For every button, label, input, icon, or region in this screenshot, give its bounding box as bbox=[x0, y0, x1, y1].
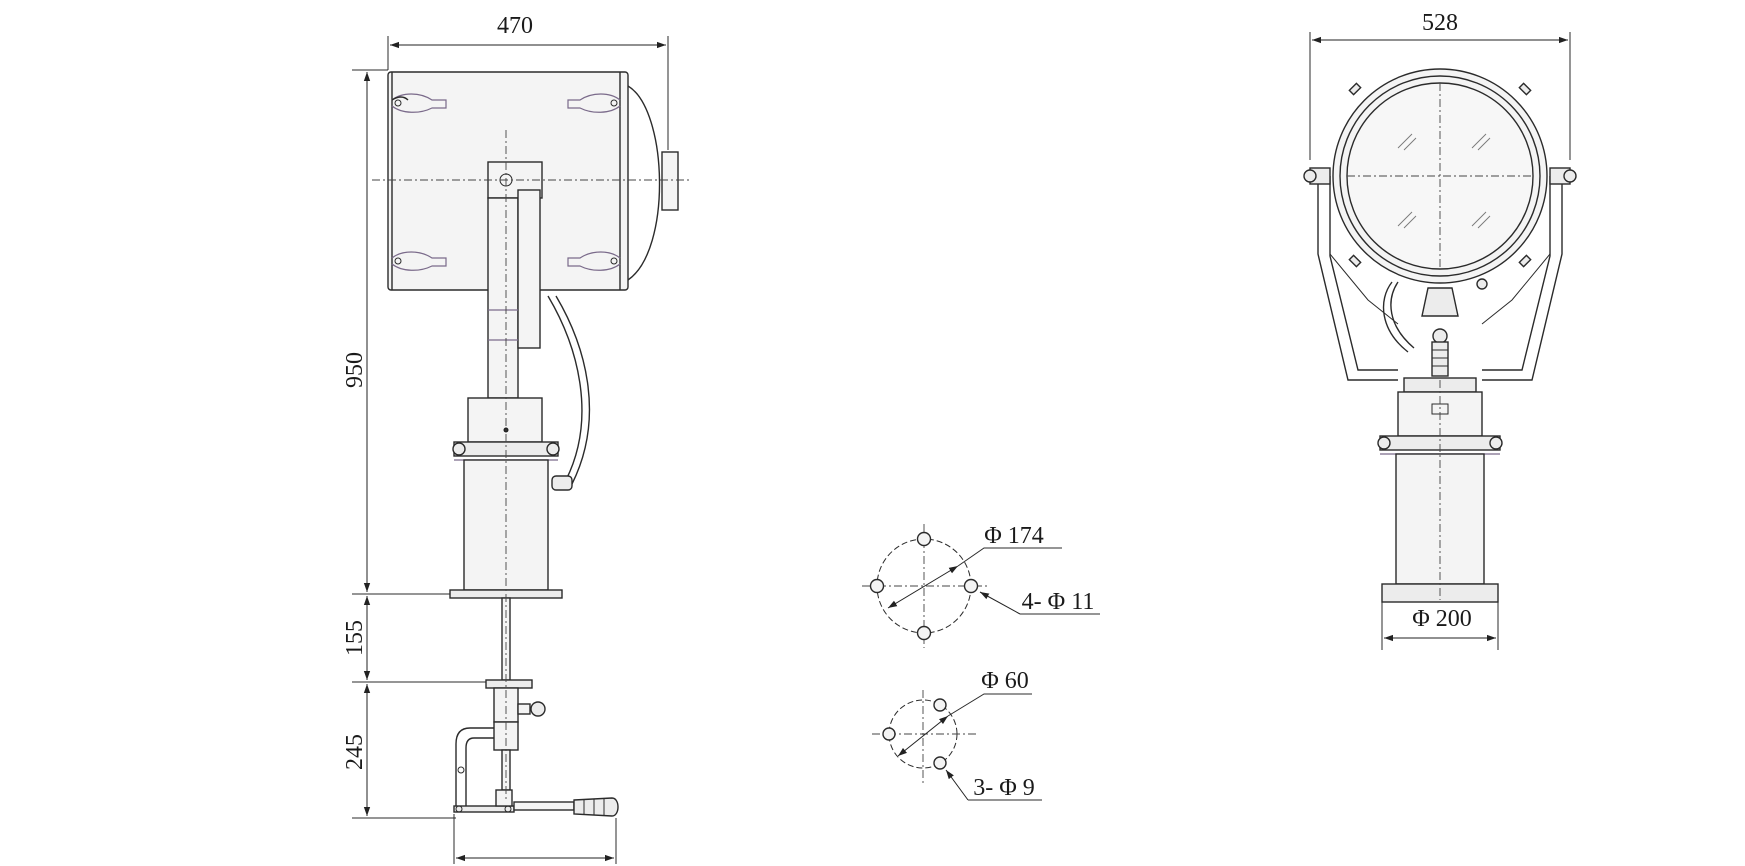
dimension-label-side-height: 950 bbox=[342, 352, 368, 388]
dimension-handle-reach bbox=[453, 814, 617, 864]
dimension-label-front-width: 528 bbox=[1422, 10, 1458, 36]
dimension-mount-155: 155 bbox=[342, 596, 486, 683]
dimension-handle-245: 245 bbox=[342, 684, 456, 819]
handle-assembly bbox=[453, 597, 619, 817]
base-plate-hole-pattern: Φ 174 4- Φ 11 bbox=[862, 523, 1100, 648]
dimension-label-mount-height: 155 bbox=[342, 620, 368, 656]
dimension-height-950: 950 bbox=[342, 69, 450, 595]
handle-flange-holes-label: 3- Φ 9 bbox=[973, 775, 1035, 801]
dimension-label-base-diameter: Φ 200 bbox=[1412, 606, 1472, 632]
dimension-label-handle-height: 245 bbox=[342, 734, 368, 770]
base-plate-pcd-label: Φ 174 bbox=[984, 523, 1044, 549]
front-view: 528 Φ 200 bbox=[1303, 10, 1577, 650]
dimension-front-528: 528 bbox=[1309, 10, 1571, 160]
handle-flange-pcd-label: Φ 60 bbox=[981, 668, 1029, 694]
base-plate-holes-label: 4- Φ 11 bbox=[1022, 589, 1095, 615]
side-view: 470 950 155 245 bbox=[342, 13, 690, 864]
dimension-width-470: 470 bbox=[387, 13, 669, 150]
dimension-base-200: Φ 200 bbox=[1381, 602, 1499, 650]
dimension-label-side-width: 470 bbox=[497, 13, 533, 39]
handle-flange-hole-pattern: Φ 60 3- Φ 9 bbox=[872, 668, 1042, 801]
